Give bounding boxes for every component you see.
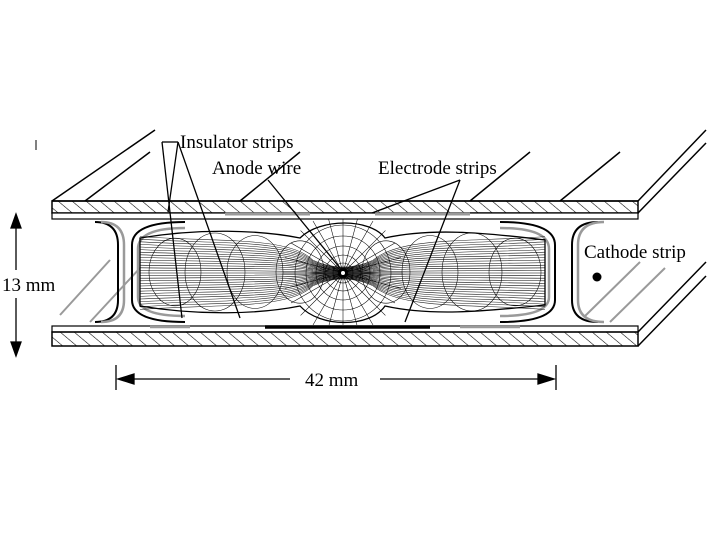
radial-field-line [342, 272, 396, 304]
electrode-strips [150, 212, 520, 329]
radial-field-line [342, 272, 402, 289]
equipotential-line [361, 240, 411, 304]
radial-field-line [342, 220, 374, 274]
radial-field-line [342, 257, 402, 274]
insulator-strips-label: Insulator strips [180, 132, 293, 153]
width-dimension [115, 365, 557, 390]
height-dimension [10, 212, 22, 358]
field-line [139, 278, 546, 310]
leader-lines [161, 141, 461, 323]
field-line [139, 276, 546, 300]
equipotential-line [275, 240, 325, 304]
radial-field-line [290, 242, 344, 274]
equipotential-line [401, 235, 459, 309]
radial-field-line [342, 272, 358, 325]
radial-field-line [312, 272, 344, 325]
cathode-strip-label: Cathode strip [584, 242, 686, 263]
anode-wire [338, 268, 348, 278]
electrode-strips-label: Electrode strips [378, 158, 497, 179]
radial-field-line [342, 242, 396, 274]
radial-field-line [328, 219, 344, 274]
equipotential-line [488, 237, 542, 307]
top-plate [51, 200, 639, 220]
radial-field-line [284, 272, 344, 289]
radial-field-line [342, 219, 358, 274]
radial-field-line [342, 272, 386, 316]
radial-field-line [342, 272, 374, 325]
radial-field-line [300, 230, 344, 274]
radial-field-line [342, 230, 386, 274]
height-label: 13 mm [2, 275, 56, 296]
radial-field-line [300, 272, 344, 316]
equipotential-line [226, 235, 284, 309]
perspective-strips [59, 259, 666, 323]
anode-wire-label: Anode wire [212, 158, 301, 179]
cathode-strip-dot [592, 272, 602, 282]
right-spacer [499, 220, 605, 324]
radial-field-line [290, 272, 344, 304]
field-line [139, 236, 546, 268]
radial-field-line [312, 220, 344, 274]
radial-field-line [284, 257, 344, 274]
equipotential-line [184, 232, 246, 312]
equipotential-line [441, 232, 503, 312]
radial-field-line [328, 272, 344, 325]
bottom-plate [51, 261, 707, 347]
equipotential-line [148, 237, 202, 307]
width-label: 42 mm [305, 370, 359, 391]
left-spacer [94, 220, 186, 324]
field-lines [139, 219, 546, 325]
field-line [139, 276, 546, 297]
